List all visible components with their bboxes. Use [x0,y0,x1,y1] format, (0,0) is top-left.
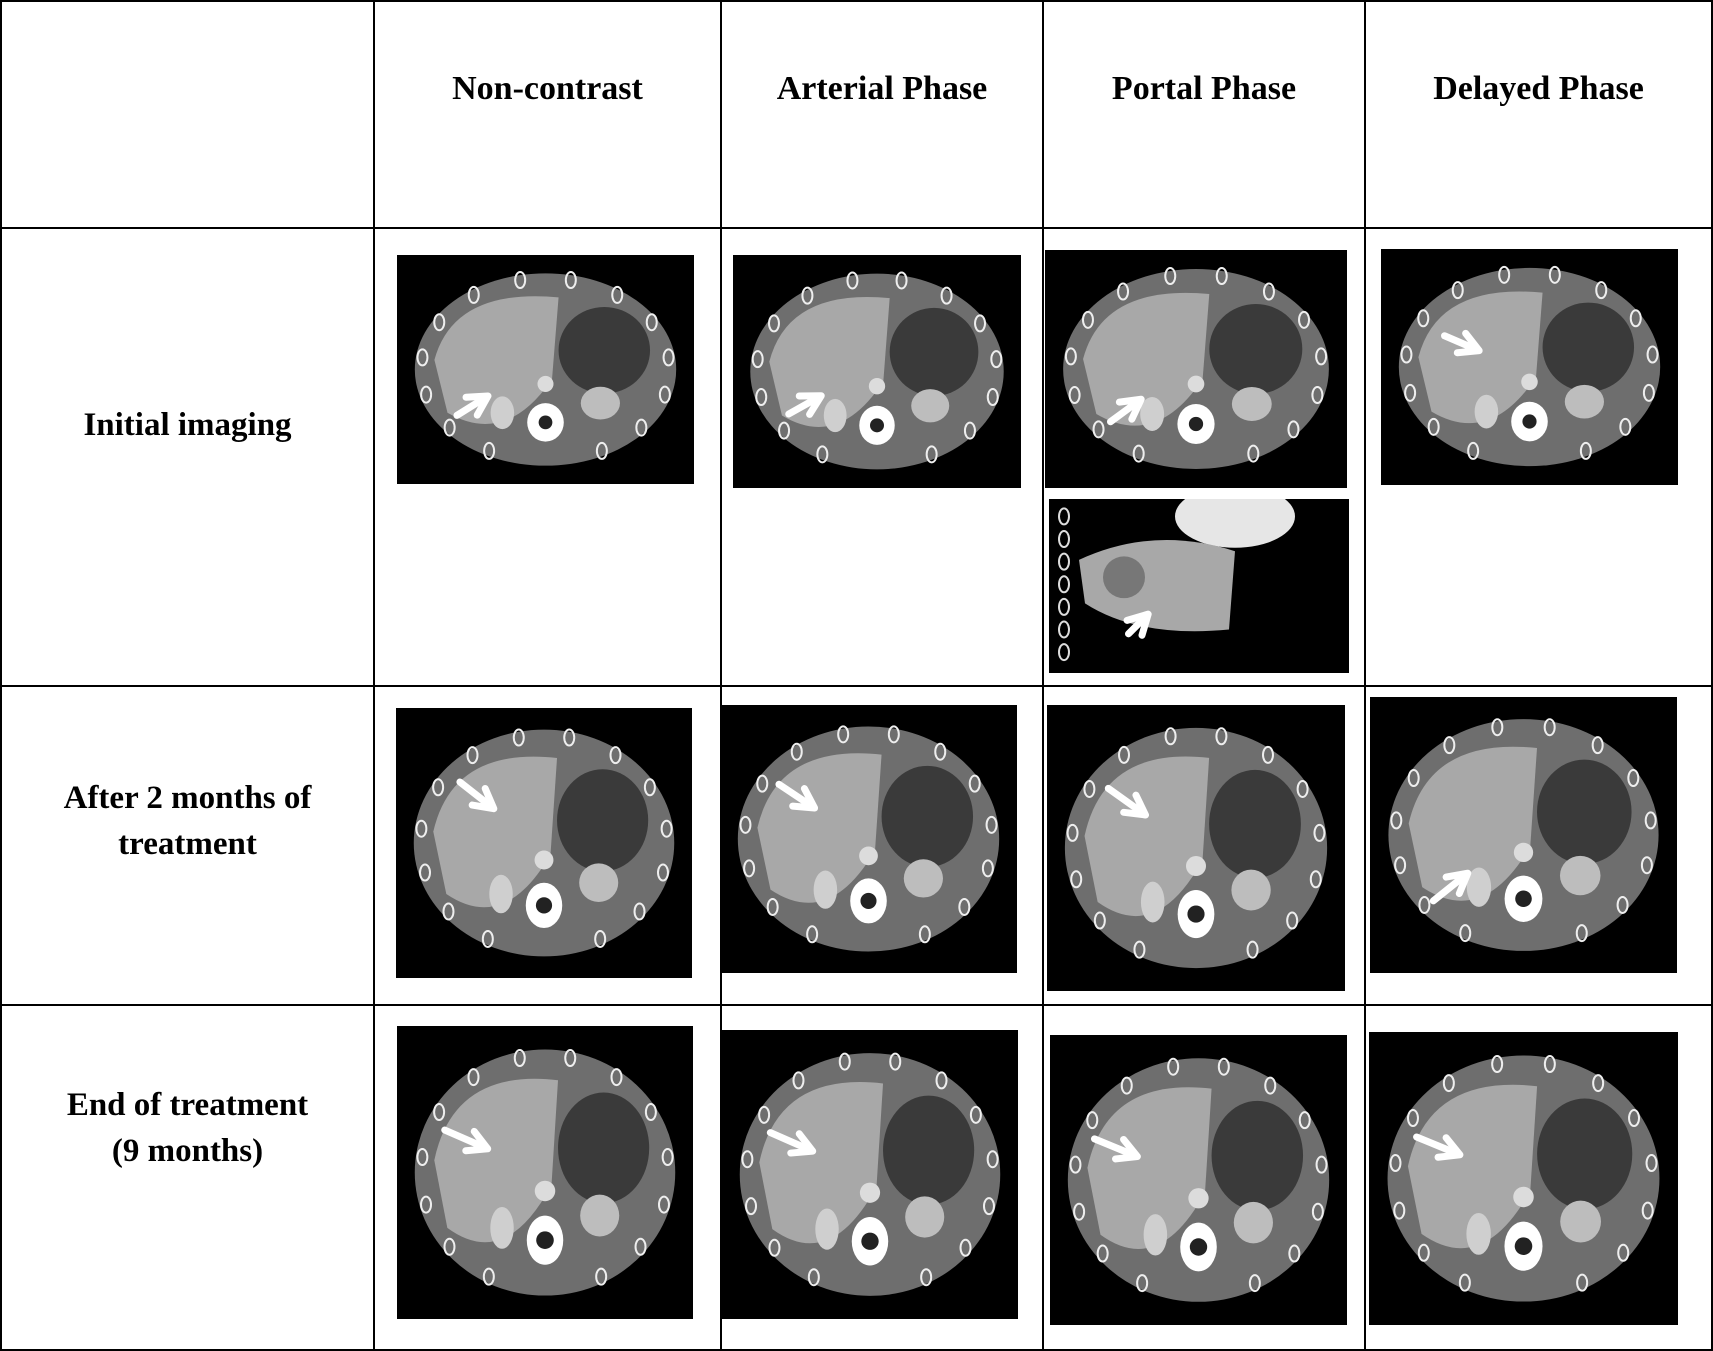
lesion-arrow-icon [456,778,498,813]
column-header-portal-phase: Portal Phase [1111,69,1297,107]
ct-scan-2-months-delayed [1370,697,1677,973]
column-header-delayed-phase: Delayed Phase [1433,69,1644,107]
ct-scan-end-delayed [1369,1032,1678,1325]
lesion-arrow-icon [766,1129,817,1157]
lesion-arrow-icon [441,1126,492,1155]
grid-line [0,685,1713,687]
lesion-arrow-icon [775,780,819,812]
lesion-arrow-icon [1091,1135,1141,1163]
grid-line [1364,0,1366,1351]
row-header-after-2-months: After 2 months of treatment [63,780,312,862]
grid-line [1711,0,1713,1351]
ct-scan-end-arterial [722,1030,1018,1319]
ct-scan-2-months-portal [1047,705,1345,991]
grid-line [0,227,1713,229]
ct-scan-2-months-non-contrast [396,708,692,978]
grid-line [1042,0,1044,1351]
ct-scan-end-non-contrast [397,1026,693,1319]
column-header-arterial-phase: Arterial Phase [776,69,988,107]
ct-scan-initial-portal-coronal [1049,499,1349,673]
lesion-arrow-icon [453,392,492,419]
ct-scan-initial-arterial [733,255,1021,488]
ct-scan-initial-portal [1045,250,1347,488]
grid-line [0,0,2,1351]
grid-line [720,0,722,1351]
column-header-non-contrast: Non-contrast [452,69,643,107]
lesion-arrow-icon [1413,1133,1464,1161]
row-header-initial-imaging: Initial imaging [83,407,292,444]
row-header-end-of-treatment: End of treatment (9 months) [66,1086,309,1169]
lesion-arrow-icon [1104,784,1150,819]
lesion-arrow-icon [1123,610,1152,639]
ct-scan-2-months-arterial [720,705,1017,973]
ct-scan-end-portal [1050,1035,1347,1325]
ct-scan-initial-delayed [1381,249,1678,485]
grid-line [373,0,375,1351]
lesion-arrow-icon [1106,395,1145,426]
lesion-arrow-icon [1440,329,1483,357]
lesion-arrow-icon [1429,869,1472,905]
grid-line [0,1004,1713,1006]
grid-line [0,1349,1713,1351]
lesion-arrow-icon [785,392,825,418]
ct-scan-initial-non-contrast [397,255,694,484]
grid-line [0,0,1713,2]
